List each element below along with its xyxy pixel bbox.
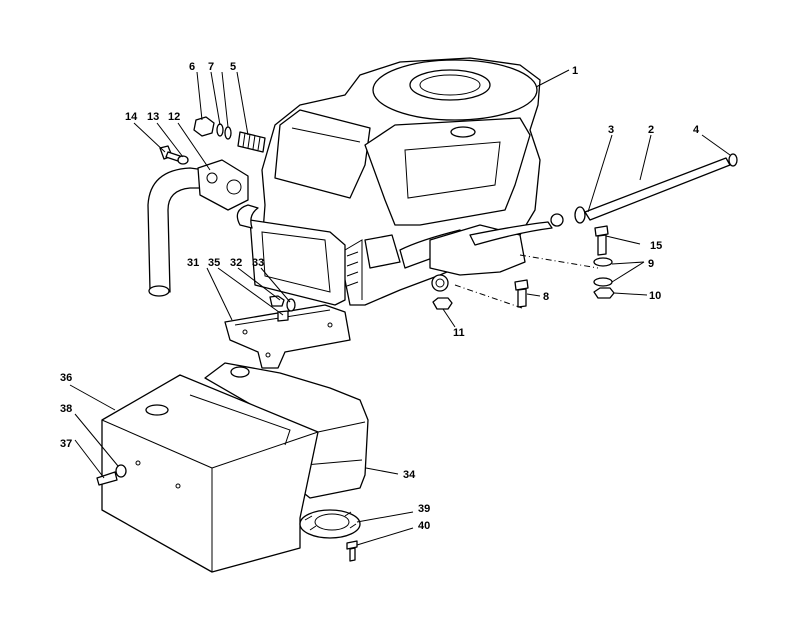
callout-31: 31 [187,257,199,269]
callout-36: 36 [60,372,72,384]
callout-6: 6 [189,61,195,73]
shield-screw-and-washer [96,464,127,486]
callout-5: 5 [230,61,236,73]
callout-38: 38 [60,403,72,415]
callout-9: 9 [648,258,654,270]
callout-39: 39 [418,503,430,515]
callout-7: 7 [208,61,214,73]
callout-37: 37 [60,438,72,450]
callout-11: 11 [453,327,465,339]
callout-12: 12 [168,111,180,123]
engine-mount-hardware [432,225,615,310]
mount-axis-line [519,254,599,269]
heat-shield [101,374,319,573]
callout-3: 3 [608,124,614,136]
callout-40: 40 [418,520,430,532]
callout-14: 14 [125,111,138,123]
stud-and-nuts [193,116,266,153]
callout-labels: 1 2 3 4 5 6 7 8 9 10 11 12 13 14 15 31 3… [60,61,700,532]
screw [346,540,358,562]
callout-4: 4 [693,124,700,136]
callout-13: 13 [147,111,159,123]
mount-axis-line-2 [454,284,523,309]
exhaust-pipe [147,159,249,297]
muffler-bracket [224,304,351,369]
callout-32: 32 [230,257,242,269]
bolt-and-washer [159,145,189,165]
callout-15: 15 [650,240,662,252]
callout-35: 35 [208,257,220,269]
leader-lines [69,69,731,546]
callout-33: 33 [252,257,264,269]
callout-8: 8 [543,291,549,303]
spark-arrestor [299,509,361,539]
callout-2: 2 [648,124,654,136]
callout-34: 34 [403,469,416,481]
fuel-hose [574,153,738,224]
engine-assembly [236,57,564,306]
callout-1: 1 [572,65,578,77]
callout-10: 10 [649,290,661,302]
